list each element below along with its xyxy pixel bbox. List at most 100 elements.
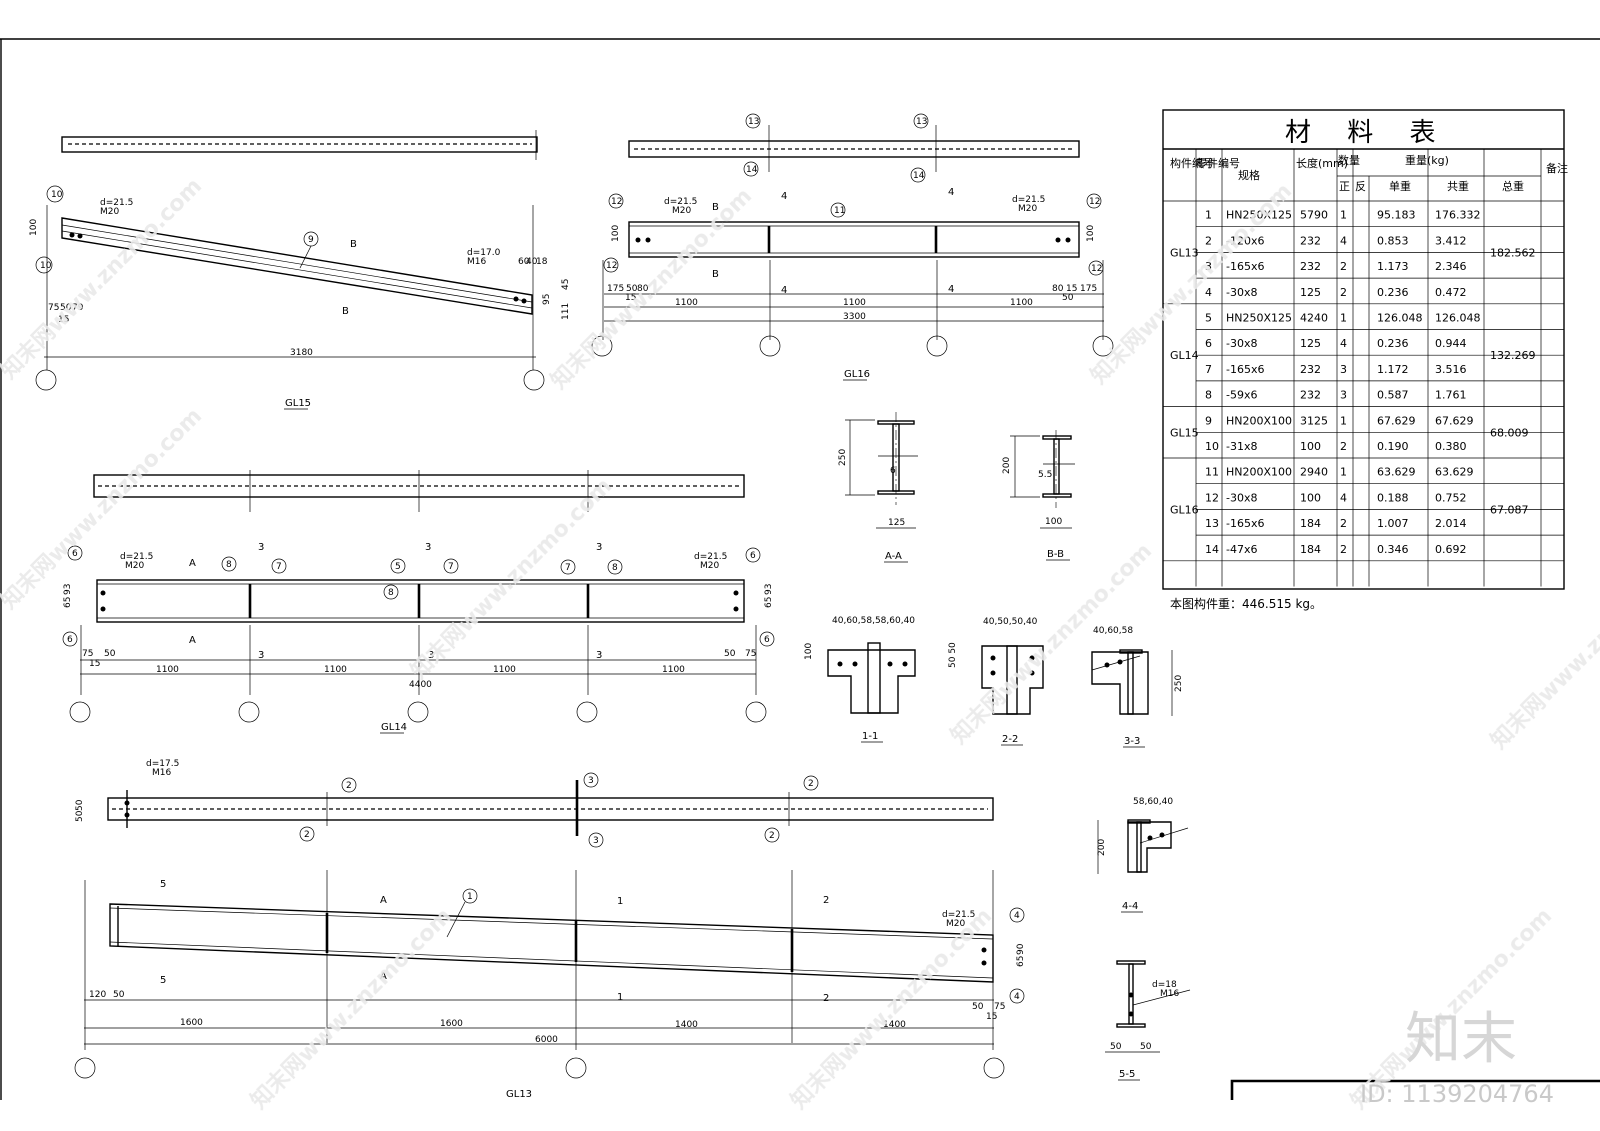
svg-text:50: 50 (1110, 1042, 1122, 1052)
mat-spec: HN200X100 (1226, 466, 1292, 479)
svg-text:1100: 1100 (675, 298, 698, 308)
svg-text:175: 175 (1080, 284, 1097, 294)
mat-part-no: 12 (1205, 491, 1219, 504)
mat-length: 100 (1300, 491, 1321, 504)
svg-text:知末网www.znzmo.com: 知末网www.znzmo.com (246, 903, 457, 1114)
mat-part-no: 13 (1205, 517, 1219, 530)
svg-text:1: 1 (617, 896, 623, 907)
mat-length: 4240 (1300, 312, 1328, 325)
svg-text:重量(kg): 重量(kg) (1405, 153, 1449, 167)
svg-text:250: 250 (1174, 675, 1184, 692)
svg-text:1400: 1400 (883, 1020, 906, 1030)
mat-unit-weight: 1.172 (1377, 363, 1409, 376)
svg-text:B: B (342, 306, 349, 317)
svg-text:11: 11 (834, 206, 845, 216)
svg-text:d=21.5: d=21.5 (664, 197, 697, 207)
mat-length: 2940 (1300, 466, 1328, 479)
mat-part-no: 1 (1205, 209, 1212, 222)
svg-text:3: 3 (258, 542, 264, 553)
svg-text:12: 12 (1089, 197, 1100, 207)
mat-part-no: 10 (1205, 440, 1219, 453)
mat-length: 232 (1300, 389, 1321, 402)
mat-length: 5790 (1300, 209, 1328, 222)
gl15-axis-bubble-left (35, 369, 57, 391)
mat-part-no: 11 (1205, 466, 1219, 479)
mat-total-weight: 126.048 (1435, 312, 1481, 325)
svg-text:d=21.5: d=21.5 (694, 552, 727, 562)
mat-qty: 4 (1340, 491, 1347, 504)
material-table-title: 材 料 表 (1285, 118, 1450, 148)
mat-group-sum: 132.269 (1490, 349, 1536, 362)
svg-text:M20: M20 (700, 561, 719, 571)
svg-text:40,50,50,40: 40,50,50,40 (983, 617, 1038, 627)
mat-part-no: 2 (1205, 234, 1212, 247)
svg-text:共重: 共重 (1447, 179, 1469, 193)
svg-text:79: 79 (72, 303, 84, 313)
svg-text:40: 40 (526, 257, 538, 267)
svg-text:50: 50 (724, 649, 736, 659)
mat-length: 3125 (1300, 414, 1328, 427)
gl13-dim-overall: 6000 (535, 1035, 558, 1045)
svg-text:6: 6 (890, 466, 896, 476)
mat-spec: HN250X125 (1226, 312, 1292, 325)
mat-qty: 4 (1340, 337, 1347, 350)
mat-part-no: 6 (1205, 337, 1212, 350)
svg-text:M20: M20 (100, 207, 119, 217)
section-22-label: 2-2 (1002, 734, 1018, 745)
mat-qty: 2 (1340, 440, 1347, 453)
svg-text:2: 2 (808, 779, 814, 789)
svg-text:100: 100 (804, 643, 814, 660)
svg-text:50: 50 (113, 990, 125, 1000)
mat-spec: -47x6 (1226, 543, 1257, 556)
drawing-gl13: 2 2 3 3 2 2 d=17.5 M16 50 50 1 4 4 d=21.… (74, 759, 1026, 1100)
svg-text:1100: 1100 (156, 665, 179, 675)
mat-qty: 2 (1340, 543, 1347, 556)
svg-text:3: 3 (258, 650, 264, 661)
svg-text:M20: M20 (946, 919, 965, 929)
mat-spec: -165x6 (1226, 363, 1264, 376)
svg-text:65: 65 (1016, 956, 1026, 967)
svg-text:200: 200 (1097, 839, 1107, 856)
svg-text:知末网www.znzmo.com: 知末网www.znzmo.com (946, 538, 1157, 749)
svg-text:M16: M16 (152, 768, 171, 778)
mat-total-weight: 176.332 (1435, 209, 1481, 222)
svg-text:50 50: 50 50 (948, 642, 958, 668)
svg-text:75: 75 (994, 1002, 1005, 1012)
svg-text:A: A (380, 971, 387, 982)
mat-qty: 4 (1340, 234, 1347, 247)
svg-text:40,60,58: 40,60,58 (1093, 626, 1133, 636)
svg-text:A: A (380, 895, 387, 906)
svg-text:175: 175 (607, 284, 624, 294)
gl13-elevation-beam (109, 903, 994, 983)
svg-text:18: 18 (536, 257, 548, 267)
svg-text:15: 15 (625, 293, 636, 303)
svg-text:d=17.5: d=17.5 (146, 759, 179, 769)
material-table: 材 料 表 构件编号 零件编号 规格 长度(mm) 数量 正 反 重量(kg) … (1162, 109, 1568, 611)
mat-member: GL16 (1170, 503, 1199, 516)
svg-text:2: 2 (823, 993, 829, 1004)
mat-total-weight: 67.629 (1435, 414, 1474, 427)
svg-text:M20: M20 (672, 206, 691, 216)
mat-spec: -30x8 (1226, 491, 1257, 504)
mat-unit-weight: 0.587 (1377, 389, 1409, 402)
mat-member: GL15 (1170, 426, 1199, 439)
svg-text:知末网www.znzmo.com: 知末网www.znzmo.com (0, 403, 207, 614)
mat-length: 232 (1300, 363, 1321, 376)
svg-text:40,60,58,58,60,40: 40,60,58,58,60,40 (832, 616, 915, 626)
svg-text:90: 90 (1016, 943, 1026, 955)
svg-text:B: B (712, 269, 719, 280)
mat-unit-weight: 0.236 (1377, 286, 1409, 299)
svg-text:M16: M16 (467, 257, 486, 267)
svg-text:9: 9 (308, 235, 314, 245)
svg-text:50: 50 (1062, 293, 1074, 303)
svg-text:d=21.5: d=21.5 (120, 552, 153, 562)
svg-text:80: 80 (637, 284, 649, 294)
mat-total-weight: 0.472 (1435, 286, 1467, 299)
svg-text:100: 100 (29, 219, 39, 236)
section-b-b: 200 100 5.5 B-B (1002, 430, 1075, 561)
mat-qty: 1 (1340, 466, 1347, 479)
mat-qty: 1 (1340, 414, 1347, 427)
svg-text:100: 100 (611, 225, 621, 242)
svg-text:1400: 1400 (675, 1020, 698, 1030)
svg-text:125: 125 (888, 518, 905, 528)
